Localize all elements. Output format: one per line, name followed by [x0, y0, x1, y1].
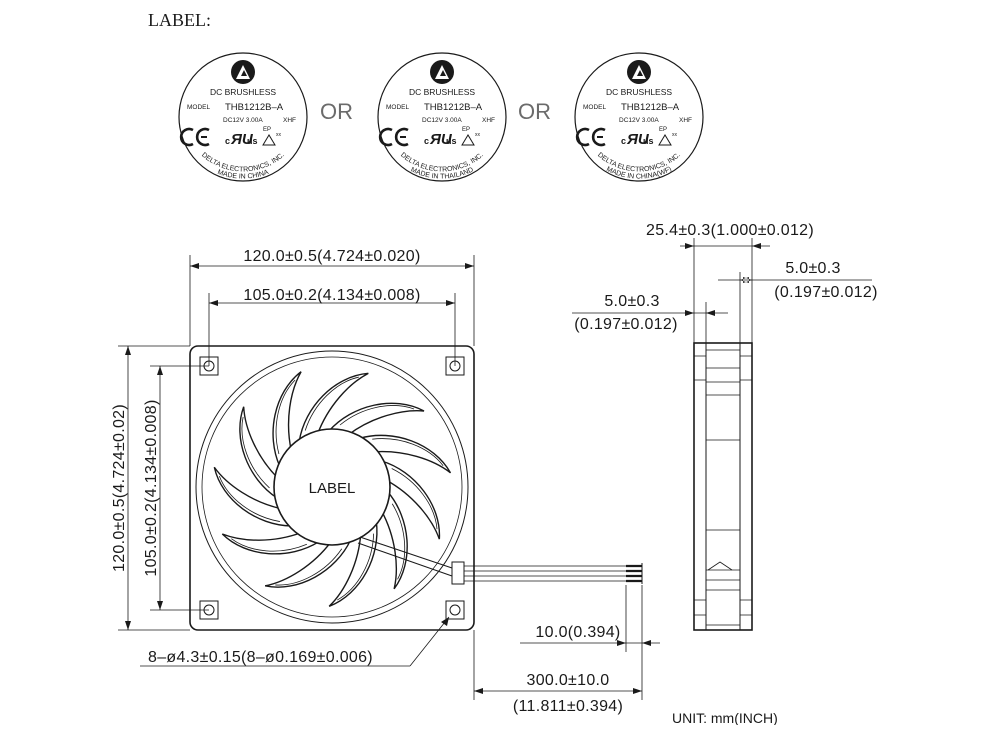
model-caption: MODEL — [386, 104, 410, 111]
fan-frame — [189, 345, 475, 631]
model-number: THB1212B–A — [225, 102, 284, 113]
rating: DC12V 3.00A — [422, 117, 462, 124]
height-dim-text: 120.0±0.5(4.724±0.02) — [111, 404, 128, 572]
svg-text:xx: xx — [672, 132, 678, 138]
lead-length-mm: 300.0±10.0 — [527, 672, 610, 689]
ul-mark-icon: ЯU — [626, 131, 650, 148]
thickness-dim-text: 25.4±0.3(1.000±0.012) — [646, 222, 814, 239]
product-label-china-wf: DC BRUSHLESS MODEL THB1212B–A DC12V 3.00A XH… — [574, 52, 704, 182]
front-dimensions: 120.0±0.5(4.724±0.020) 105.0±0.2(4.134±0… — [111, 248, 475, 667]
wire-exit — [451, 561, 465, 585]
origin-text: MADE IN CHINA — [216, 169, 269, 181]
strip-dim-text: 10.0(0.394) — [535, 624, 620, 641]
hub — [273, 428, 391, 546]
flange-left-mm: 5.0±0.3 — [604, 293, 659, 310]
side-body — [693, 342, 753, 631]
ul-c: c — [225, 136, 230, 146]
brand-line: DC BRUSHLESS — [409, 87, 475, 97]
unit-text: UNIT: mm(INCH) — [672, 710, 778, 725]
ul-c: c — [424, 136, 429, 146]
ul-us: us — [643, 136, 654, 146]
venturi-ring — [195, 350, 469, 624]
ul-us: us — [247, 136, 258, 146]
model-caption: MODEL — [583, 104, 607, 111]
delta-logo-icon — [430, 60, 454, 84]
label-outline — [178, 52, 308, 182]
or-text-2: OR — [518, 99, 551, 124]
ep-mark: EP — [462, 127, 470, 133]
model-number: THB1212B–A — [424, 102, 483, 113]
code: XHF — [283, 117, 296, 124]
ul-mark-icon: ЯU — [230, 131, 254, 148]
flange-left-in: (0.197±0.012) — [574, 316, 677, 333]
stripped-ends — [626, 564, 642, 583]
ul-us: us — [446, 136, 457, 146]
venturi-ring-inner — [201, 356, 463, 618]
code: XHF — [482, 117, 495, 124]
rating: DC12V 3.00A — [223, 117, 263, 124]
lead-length-in: (11.811±0.394) — [513, 698, 623, 715]
delta-logo-icon — [627, 60, 651, 84]
svg-text:xx: xx — [475, 132, 481, 138]
ep-mark: EP — [659, 127, 667, 133]
triangle-mark-icon — [262, 134, 276, 146]
hole-pitch-dim-text: 105.0±0.2(4.134±0.008) — [243, 287, 420, 304]
triangle-mark-icon — [461, 134, 475, 146]
product-label-china: DC BRUSHLESS MODEL THB1212B–A DC12V 3.00A XH… — [178, 52, 308, 182]
triangle-mark-icon — [658, 134, 672, 146]
front-view: LABEL — [189, 345, 643, 631]
label-title: LABEL: — [148, 10, 211, 30]
ep-mark: EP — [263, 127, 271, 133]
hole-pitch-v-dim-text: 105.0±0.2(4.134±0.008) — [143, 399, 160, 576]
width-dim-text: 120.0±0.5(4.724±0.020) — [243, 248, 420, 265]
ul-mark-icon: ЯU — [429, 131, 453, 148]
flange-right-in: (0.197±0.012) — [774, 284, 877, 301]
mount-hole-br — [445, 600, 465, 620]
model-caption: MODEL — [187, 104, 211, 111]
label-outline — [574, 52, 704, 182]
product-label-thailand: DC BRUSHLESS MODEL THB1212B–A DC12V 3.00A XH… — [377, 52, 507, 182]
flange-right-mm: 5.0±0.3 — [785, 260, 840, 277]
or-text-1: OR — [320, 99, 353, 124]
hub-label: LABEL — [309, 480, 356, 497]
wire-channel — [357, 536, 453, 577]
ul-c: c — [621, 136, 626, 146]
svg-text:xx: xx — [276, 132, 282, 138]
model-number: THB1212B–A — [621, 102, 680, 113]
delta-logo-icon — [231, 60, 255, 84]
code: XHF — [679, 117, 692, 124]
hole-dim-text: 8–ø4.3±0.15(8–ø0.169±0.006) — [148, 649, 373, 666]
lead-wires — [464, 565, 642, 582]
label-outline — [377, 52, 507, 182]
rating: DC12V 3.00A — [619, 117, 659, 124]
brand-line: DC BRUSHLESS — [606, 87, 672, 97]
lead-wire-dimensions: 10.0(0.394) 300.0±10.0 (11.811±0.394) — [473, 585, 660, 715]
brand-line: DC BRUSHLESS — [210, 87, 276, 97]
side-dimensions: 25.4±0.3(1.000±0.012) 5.0±0.3 (0.197±0.0… — [572, 222, 877, 343]
side-view — [693, 342, 753, 631]
